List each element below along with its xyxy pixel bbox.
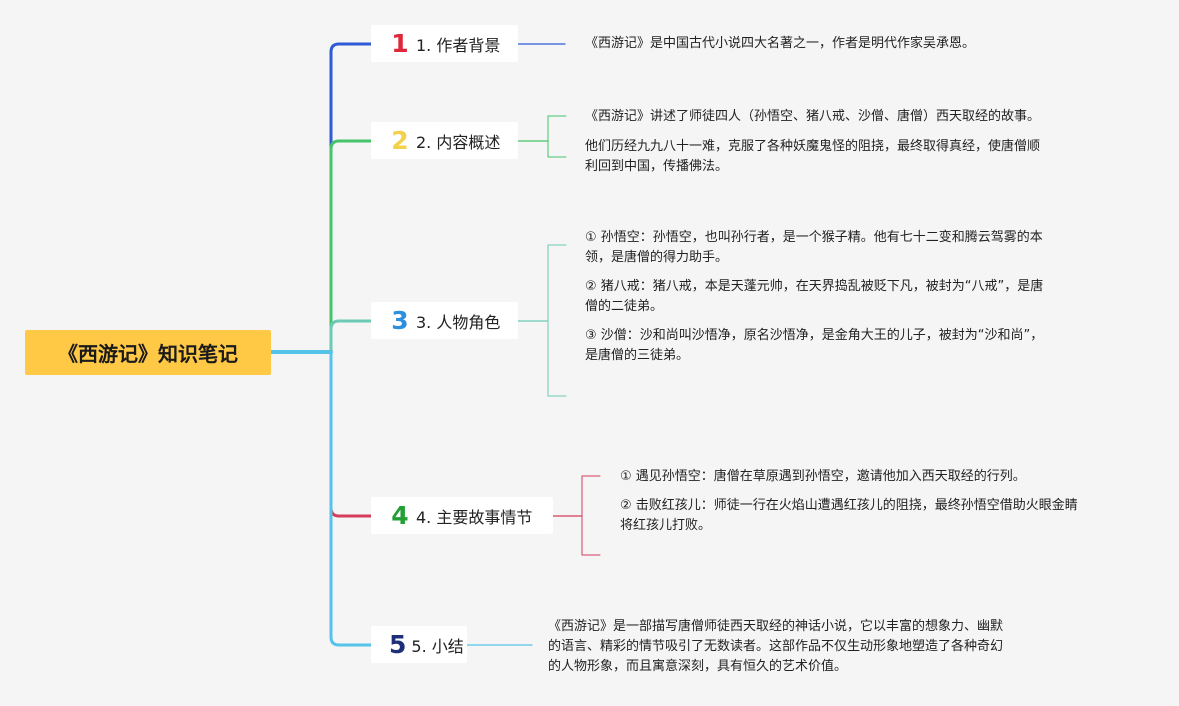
branch-connector-4: [329, 350, 373, 518]
leaf-line: ① 遇见孙悟空：唐僧在草原遇到孙悟空，邀请他加入西天取经的行列。: [620, 469, 1026, 484]
branch-number-icon: 2: [391, 126, 409, 155]
branch-label: 4. 主要故事情节: [416, 507, 533, 527]
branch-number-icon: 1: [391, 29, 409, 58]
leaf-bracket-2: [547, 115, 567, 158]
leaf-line: ② 猪八戒：猪八戒，本是天蓬元帅，在天界捣乱被贬下凡，被封为“八戒”，是唐: [585, 279, 1044, 294]
branch-number-icon: 4: [391, 501, 409, 530]
leaf-line: 《西游记》是中国古代小说四大名著之一，作者是明代作家吴承恩。: [585, 36, 976, 51]
branch-topic-4[interactable]: 4 4. 主要故事情节: [371, 497, 553, 534]
leaf-line: 的语言、精彩的情节吸引了无数读者。这部作品不仅生动形象地塑造了各种奇幻: [548, 639, 1004, 654]
branch-connector-2: [329, 139, 373, 354]
leaf-bracket-4: [581, 475, 601, 556]
branch-topic-3[interactable]: 3 3. 人物角色: [371, 302, 518, 339]
leaf-bracket-3: [547, 244, 567, 397]
root-topic[interactable]: 《西游记》知识笔记: [25, 330, 271, 375]
leaf-line: ② 击败红孩儿：师徒一行在火焰山遭遇红孩儿的阻挠，最终孙悟空借助火眼金睛: [620, 498, 1078, 513]
leaf-line: 僧的二徒弟。: [585, 299, 664, 314]
branch-label: 2. 内容概述: [416, 132, 501, 152]
branch-topic-1[interactable]: 1 1. 作者背景: [371, 25, 518, 62]
leaf-text-4-2[interactable]: ② 击败红孩儿：师徒一行在火焰山遭遇红孩儿的阻挠，最终孙悟空借助火眼金睛将红孩儿…: [620, 496, 1078, 536]
leaf-text-2-1[interactable]: 《西游记》讲述了师徒四人（孙悟空、猪八戒、沙僧、唐僧）西天取经的故事。: [585, 107, 1040, 127]
leaf-line: 领，是唐僧的得力助手。: [585, 250, 729, 265]
branch-number-icon: 3: [391, 306, 409, 335]
leaf-line: 《西游记》讲述了师徒四人（孙悟空、猪八戒、沙僧、唐僧）西天取经的故事。: [585, 109, 1041, 124]
leaf-text-3-3[interactable]: ③ 沙僧：沙和尚叫沙悟净，原名沙悟净，是金角大王的儿子，被封为“沙和尚”， 是唐僧…: [585, 326, 1043, 366]
leaf-text-4-1[interactable]: ① 遇见孙悟空：唐僧在草原遇到孙悟空，邀请他加入西天取经的行列。: [620, 467, 1026, 487]
branch-number-icon: 5: [389, 630, 407, 659]
leaf-line: 《西游记》是一部描写唐僧师徒西天取经的神话小说，它以丰富的想象力、幽默: [548, 619, 1004, 634]
leaf-line: ① 孙悟空：孙悟空，也叫孙行者，是一个猴子精。他有七十二变和腾云驾雾的本: [585, 230, 1043, 245]
root-title: 《西游记》知识笔记: [58, 342, 238, 366]
leaf-text-5-1[interactable]: 《西游记》是一部描写唐僧师徒西天取经的神话小说，它以丰富的想象力、幽默的语言、精…: [548, 617, 1003, 677]
leaf-line: ③ 沙僧：沙和尚叫沙悟净，原名沙悟净，是金角大王的儿子，被封为“沙和尚”，: [585, 328, 1044, 343]
leaf-line: 的人物形象，而且寓意深刻，具有恒久的艺术价值。: [548, 659, 848, 674]
leaf-line: 利回到中国，传播佛法。: [585, 159, 729, 174]
leaf-line: 他们历经九九八十一难，克服了各种妖魔鬼怪的阻挠，最终取得真经，使唐僧顺: [585, 139, 1041, 154]
leaf-text-1-1[interactable]: 《西游记》是中国古代小说四大名著之一，作者是明代作家吴承恩。: [585, 34, 975, 54]
branch-connector-1: [329, 42, 373, 354]
branch-connector-5: [329, 350, 373, 647]
branch-label: 3. 人物角色: [416, 312, 501, 332]
branch-connector-3: [329, 319, 373, 354]
branch-label: 1. 作者背景: [416, 35, 501, 55]
branch-label: 5. 小结: [411, 636, 464, 656]
leaf-text-3-1[interactable]: ① 孙悟空：孙悟空，也叫孙行者，是一个猴子精。他有七十二变和腾云驾雾的本领，是唐…: [585, 228, 1043, 268]
leaf-line: 是唐僧的三徒弟。: [585, 348, 690, 363]
leaf-text-2-2[interactable]: 他们历经九九八十一难，克服了各种妖魔鬼怪的阻挠，最终取得真经，使唐僧顺利回到中国…: [585, 137, 1040, 177]
leaf-line: 将红孩儿打败。: [620, 518, 712, 533]
branch-topic-2[interactable]: 2 2. 内容概述: [371, 122, 518, 159]
leaf-text-3-2[interactable]: ② 猪八戒：猪八戒，本是天蓬元帅，在天界捣乱被贬下凡，被封为“八戒”，是唐僧的二…: [585, 277, 1043, 317]
